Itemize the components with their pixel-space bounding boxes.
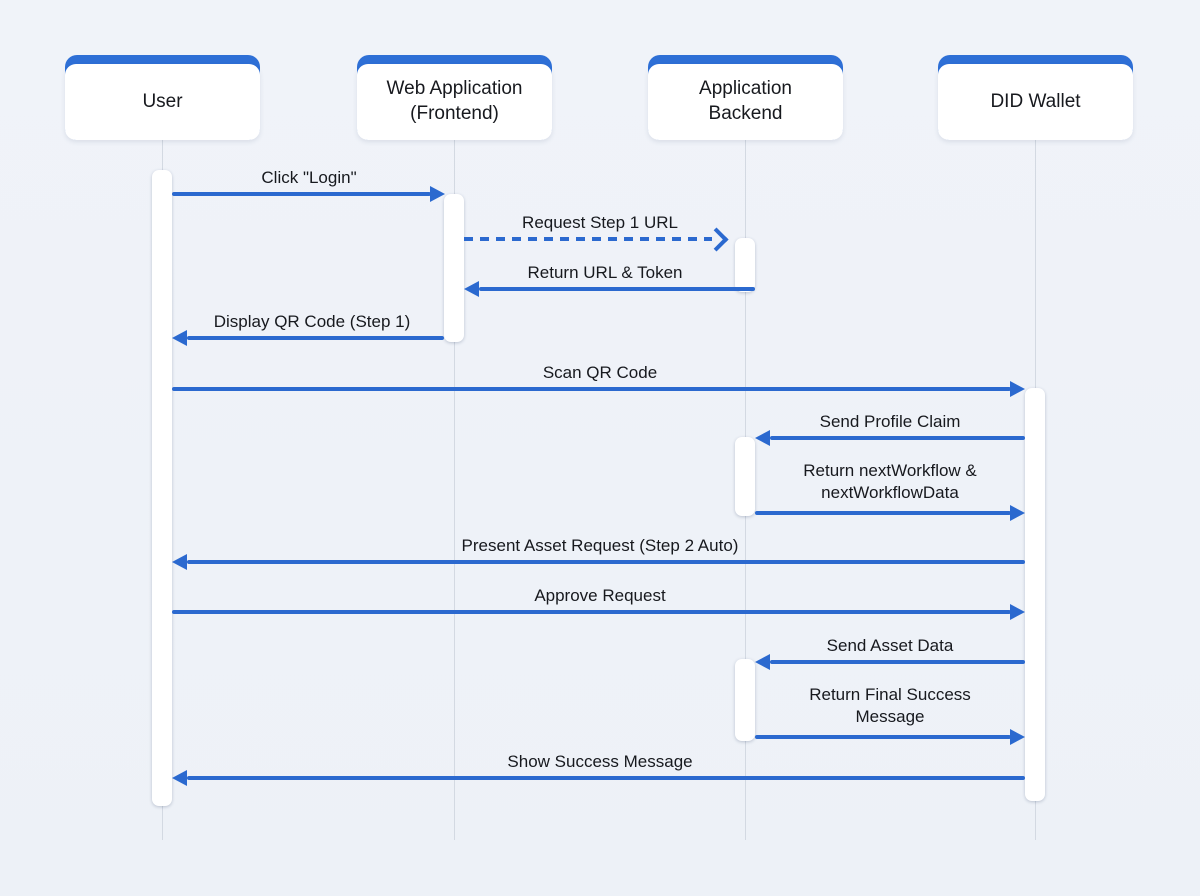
message-line (187, 776, 1025, 780)
arrowhead-right-icon (1010, 381, 1025, 397)
participant-box-did-wallet: DID Wallet (938, 55, 1133, 140)
participant-label: DID Wallet (938, 64, 1133, 140)
activation-bar-user (152, 170, 172, 806)
message-line (755, 511, 1011, 515)
message-label-return-final-success: Return Final Success Message (809, 685, 971, 726)
message-label-send-profile-claim: Send Profile Claim (819, 412, 961, 431)
message-line (172, 387, 1011, 391)
lifeline-web-application (454, 140, 455, 840)
activation-bar-backend-2 (735, 437, 755, 516)
message-line-dashed (464, 237, 712, 241)
participant-box-user: User (65, 55, 260, 140)
message-label-return-nextworkflow: Return nextWorkflow & nextWorkflowData (803, 461, 977, 502)
arrowhead-left-icon (172, 770, 187, 786)
activation-bar-web-application (444, 194, 464, 342)
arrowhead-left-icon (464, 281, 479, 297)
arrowhead-left-icon (172, 554, 187, 570)
participant-label: User (65, 64, 260, 140)
arrowhead-left-icon (172, 330, 187, 346)
message-label-approve-request: Approve Request (534, 586, 666, 605)
arrowhead-left-icon (755, 430, 770, 446)
arrowhead-right-icon (1010, 505, 1025, 521)
message-line (755, 735, 1011, 739)
message-line (172, 610, 1011, 614)
message-line (770, 660, 1025, 664)
message-label-request-step1-url: Request Step 1 URL (522, 213, 678, 232)
message-line (187, 336, 444, 340)
message-label-present-asset-request: Present Asset Request (Step 2 Auto) (461, 536, 739, 555)
open-arrowhead-right-icon (704, 227, 729, 252)
participant-label: Web Application (Frontend) (357, 64, 552, 140)
participant-box-application-backend: Application Backend (648, 55, 843, 140)
participant-label: Application Backend (648, 64, 843, 140)
message-label-show-success-message: Show Success Message (507, 752, 693, 771)
message-label-send-asset-data: Send Asset Data (826, 636, 954, 655)
message-label-scan-qr-code: Scan QR Code (542, 363, 658, 382)
activation-bar-backend-3 (735, 659, 755, 741)
message-line (770, 436, 1025, 440)
activation-bar-backend-1 (735, 238, 755, 292)
message-label-return-url-token: Return URL & Token (527, 263, 683, 282)
arrowhead-right-icon (430, 186, 445, 202)
message-label-click-login: Click "Login" (261, 168, 357, 187)
message-label-display-qr-code: Display QR Code (Step 1) (213, 312, 411, 331)
message-line (187, 560, 1025, 564)
arrowhead-right-icon (1010, 604, 1025, 620)
arrowhead-left-icon (755, 654, 770, 670)
message-line (172, 192, 431, 196)
arrowhead-right-icon (1010, 729, 1025, 745)
activation-bar-did-wallet (1025, 388, 1045, 801)
message-line (479, 287, 755, 291)
participant-box-web-application: Web Application (Frontend) (357, 55, 552, 140)
